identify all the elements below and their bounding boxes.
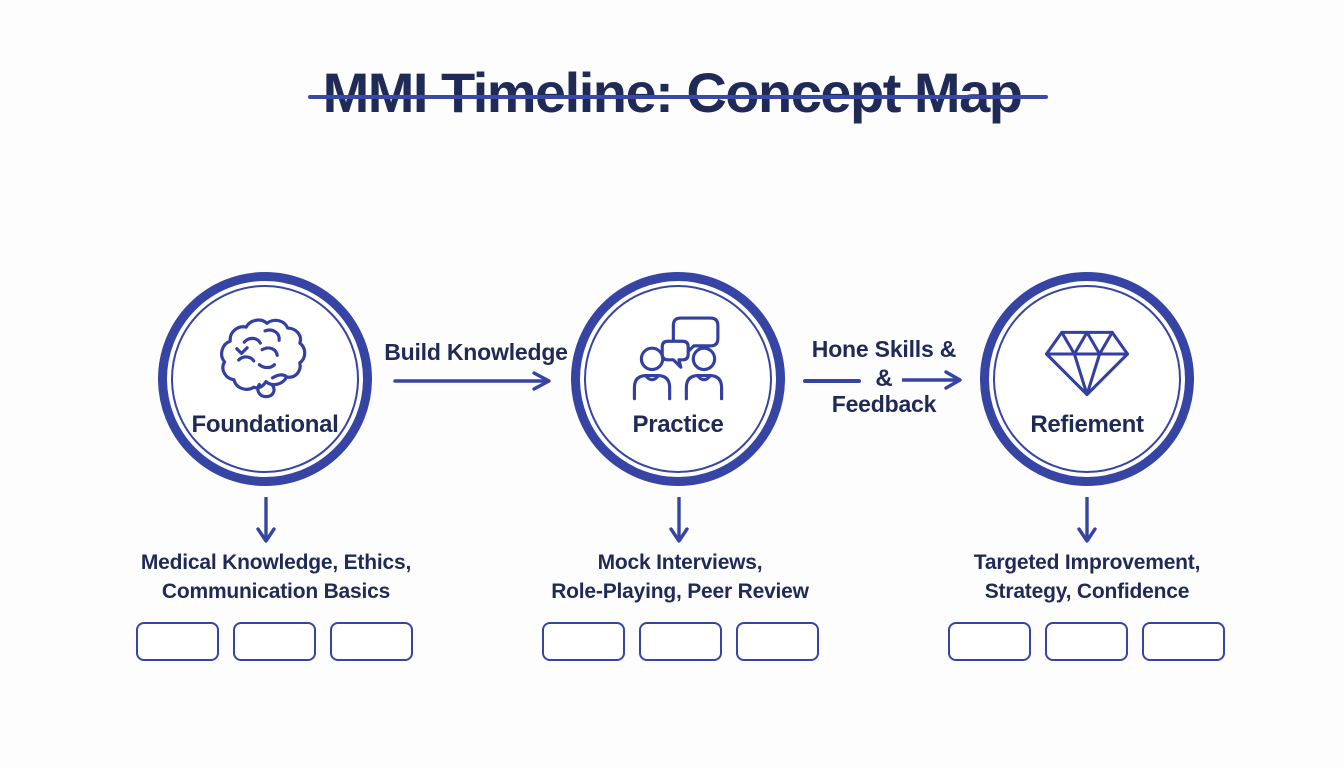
placeholder-box-row (948, 622, 1225, 661)
stage-label: Foundational (191, 411, 339, 438)
stage-node-foundational: Foundational (158, 272, 372, 486)
stage-label: Practice (632, 411, 724, 438)
node-inner-ring (993, 285, 1181, 473)
stage-node-refiement: Refiement (980, 272, 1194, 486)
diamond-icon (1044, 330, 1130, 397)
page-title: MMI Timeline: Concept Map (322, 60, 1023, 124)
stage-description: Targeted Improvement, Strategy, Confiden… (907, 548, 1267, 606)
connector-label-hone-skills: Hone Skills & (811, 336, 957, 362)
stage-node-practice: Practice (571, 272, 785, 486)
description-line: Medical Knowledge, Ethics, (140, 551, 412, 574)
placeholder-box (1142, 622, 1225, 661)
arrow-line-segment (803, 379, 861, 383)
description-line: Strategy, Confidence (984, 580, 1190, 603)
connector-label-build-knowledge: Build Knowledge (384, 339, 568, 365)
stage-description: Medical Knowledge, Ethics, Communication… (96, 548, 456, 606)
placeholder-box (736, 622, 819, 661)
brain-icon (220, 318, 307, 399)
down-arrow (256, 497, 276, 543)
stage-description: Mock Interviews, Role-Playing, Peer Revi… (500, 548, 860, 606)
placeholder-box (639, 622, 722, 661)
right-arrow (393, 371, 551, 391)
connector-label-feedback: Feedback (831, 391, 937, 417)
title-underline (308, 95, 1048, 99)
placeholder-box (542, 622, 625, 661)
placeholder-box (136, 622, 219, 661)
node-inner-ring (584, 285, 772, 473)
placeholder-box (948, 622, 1031, 661)
connector-label-ampersand: & (875, 365, 893, 392)
description-line: Mock Interviews, (597, 551, 763, 574)
placeholder-box (330, 622, 413, 661)
down-arrow (1077, 497, 1097, 543)
placeholder-box (1045, 622, 1128, 661)
node-inner-ring (171, 285, 359, 473)
description-line: Communication Basics (161, 580, 391, 603)
right-arrow (902, 370, 962, 390)
stage-label: Refiement (1030, 411, 1144, 438)
placeholder-box (233, 622, 316, 661)
placeholder-box-row (542, 622, 819, 661)
description-line: Role-Playing, Peer Review (551, 580, 809, 603)
placeholder-box-row (136, 622, 413, 661)
down-arrow (669, 497, 689, 543)
conversation-icon (632, 316, 724, 401)
description-line: Targeted Improvement, (973, 551, 1201, 574)
